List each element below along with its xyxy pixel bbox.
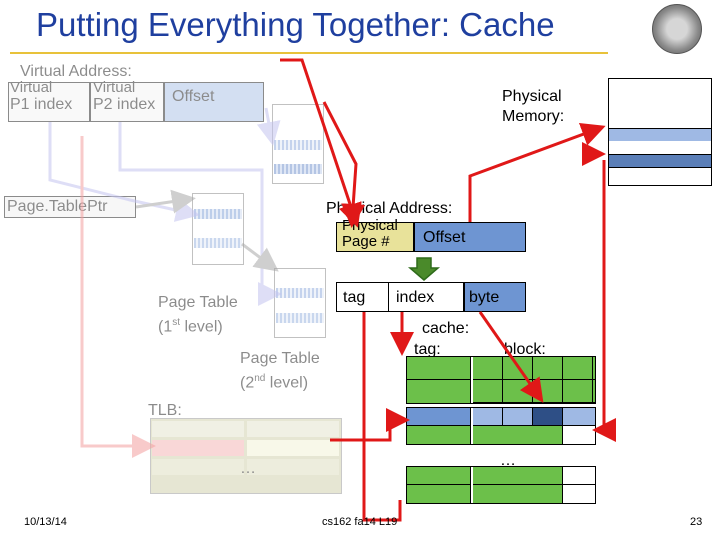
page-table-2b-entry-b bbox=[276, 313, 324, 323]
cache-byte-field bbox=[464, 282, 526, 312]
page-table-2a-entry-a bbox=[274, 140, 322, 150]
cache-set-0-tag-0 bbox=[407, 357, 471, 380]
cache-label: cache: bbox=[422, 320, 470, 337]
memory-bracket-arrow bbox=[592, 160, 616, 442]
cache-set-n-empty bbox=[563, 467, 595, 503]
offset-to-memory-arrow bbox=[468, 122, 606, 222]
physical-offset-field bbox=[414, 222, 526, 252]
cache-set-1-tag-0 bbox=[407, 408, 471, 426]
virtual-offset-label: Offset bbox=[172, 88, 215, 105]
page-table-2-line1: Page Table bbox=[240, 350, 320, 367]
title-underline bbox=[10, 52, 608, 54]
tlb-ellipsis: … bbox=[240, 460, 256, 477]
course-footer: cs162 fa14 L19 bbox=[322, 516, 398, 528]
cache-set-0 bbox=[406, 356, 596, 404]
page-table-1-entry-a bbox=[194, 209, 242, 219]
tlb-table bbox=[150, 418, 342, 494]
memory-page-b bbox=[609, 154, 711, 168]
cache-set-1-tag-1 bbox=[407, 426, 471, 444]
virtual-p1-index-field bbox=[8, 82, 90, 122]
p2-index-arrow bbox=[118, 122, 282, 306]
slide-title: Putting Everything Together: Cache bbox=[36, 6, 555, 43]
virtual-offset-field bbox=[164, 82, 264, 122]
cache-set-1-block-0b bbox=[503, 408, 533, 426]
cache-set-n bbox=[406, 466, 596, 504]
virtual-p2-index-field bbox=[90, 82, 164, 122]
tlb-label: TLB: bbox=[148, 402, 182, 419]
cache-set-n-divider bbox=[473, 484, 563, 485]
pt2-to-pt2a-arrow bbox=[256, 107, 281, 146]
tlb-entry-1-page bbox=[247, 440, 339, 456]
p1-line1: Virtual bbox=[10, 79, 53, 96]
page-table-1-box bbox=[192, 193, 244, 265]
cache-set-1-block-0d bbox=[563, 408, 595, 426]
memory-page-a bbox=[609, 128, 711, 141]
cache-set-n-empty-divider bbox=[563, 484, 595, 485]
university-seal bbox=[652, 4, 702, 54]
physical-memory-line1: Physical bbox=[502, 88, 562, 105]
physical-page-field bbox=[336, 222, 414, 252]
physical-memory-line2: Memory: bbox=[502, 108, 565, 125]
page-table-2-line2: (2nd level) bbox=[240, 373, 309, 392]
cache-index-field-label: index bbox=[396, 289, 435, 306]
page-to-memory-arrow bbox=[280, 58, 362, 228]
cache-set-0-tag-1 bbox=[407, 380, 471, 403]
p2-line1: Virtual bbox=[93, 79, 136, 96]
p1-index-arrow bbox=[48, 122, 200, 222]
cache-index-field bbox=[388, 282, 464, 312]
page-table-ptr-arrow bbox=[135, 189, 196, 214]
page-number: 23 bbox=[690, 516, 703, 528]
tlb-entry-1-tag bbox=[152, 440, 244, 456]
tlb-to-physical-arrow bbox=[330, 408, 410, 442]
cache-set-1 bbox=[406, 407, 596, 445]
pt2-to-physical-arrow bbox=[322, 101, 366, 228]
tlb-entry-2-tag bbox=[152, 459, 244, 475]
pt1-to-pt2-arrow bbox=[241, 242, 279, 272]
slide-date: 10/13/14 bbox=[24, 516, 67, 528]
page-table-1-line2: (1st level) bbox=[158, 317, 223, 336]
cache-set-n-tag-1 bbox=[407, 485, 471, 503]
cache-set-1-block-1 bbox=[473, 426, 563, 444]
cache-tag-label: tag: bbox=[414, 341, 441, 358]
virtual-address-label: Virtual Address: bbox=[20, 63, 132, 80]
physical-page-line2: Page # bbox=[342, 233, 390, 250]
cache-block-label: block: bbox=[504, 341, 546, 358]
cache-tag-field-label: tag bbox=[343, 289, 366, 306]
cache-set-n-blocks bbox=[473, 467, 563, 503]
tlb-entry-0-tag bbox=[152, 421, 244, 437]
cache-set-1-block-0a bbox=[473, 408, 503, 426]
cache-set-1-block-1-empty bbox=[563, 426, 595, 444]
cache-set-1-block-0c bbox=[533, 408, 563, 426]
cache-set-n-tag-0 bbox=[407, 467, 471, 485]
cache-byte-field-label: byte bbox=[469, 289, 500, 306]
physical-to-cache-arrow bbox=[407, 257, 441, 281]
page-table-ptr-box bbox=[4, 196, 136, 218]
tlb-entry-2-page bbox=[247, 459, 339, 475]
cache-ellipsis: … bbox=[500, 452, 516, 469]
tlb-lookup-arrow bbox=[80, 136, 156, 458]
page-table-2b-entry-a bbox=[276, 288, 324, 298]
tlb-entry-0-page bbox=[247, 421, 339, 437]
p1-line2: P1 index bbox=[10, 96, 73, 113]
p2-line2: P2 index bbox=[93, 96, 156, 113]
page-table-1-entry-b bbox=[194, 238, 242, 248]
page-table-2a-box bbox=[272, 104, 324, 184]
page-table-1-line1: Page Table bbox=[158, 294, 238, 311]
byte-select-arrow bbox=[478, 311, 544, 403]
tag-compare-arrow bbox=[362, 312, 402, 522]
page-table-2a-entry-b bbox=[274, 164, 322, 174]
physical-offset-label: Offset bbox=[423, 229, 466, 246]
